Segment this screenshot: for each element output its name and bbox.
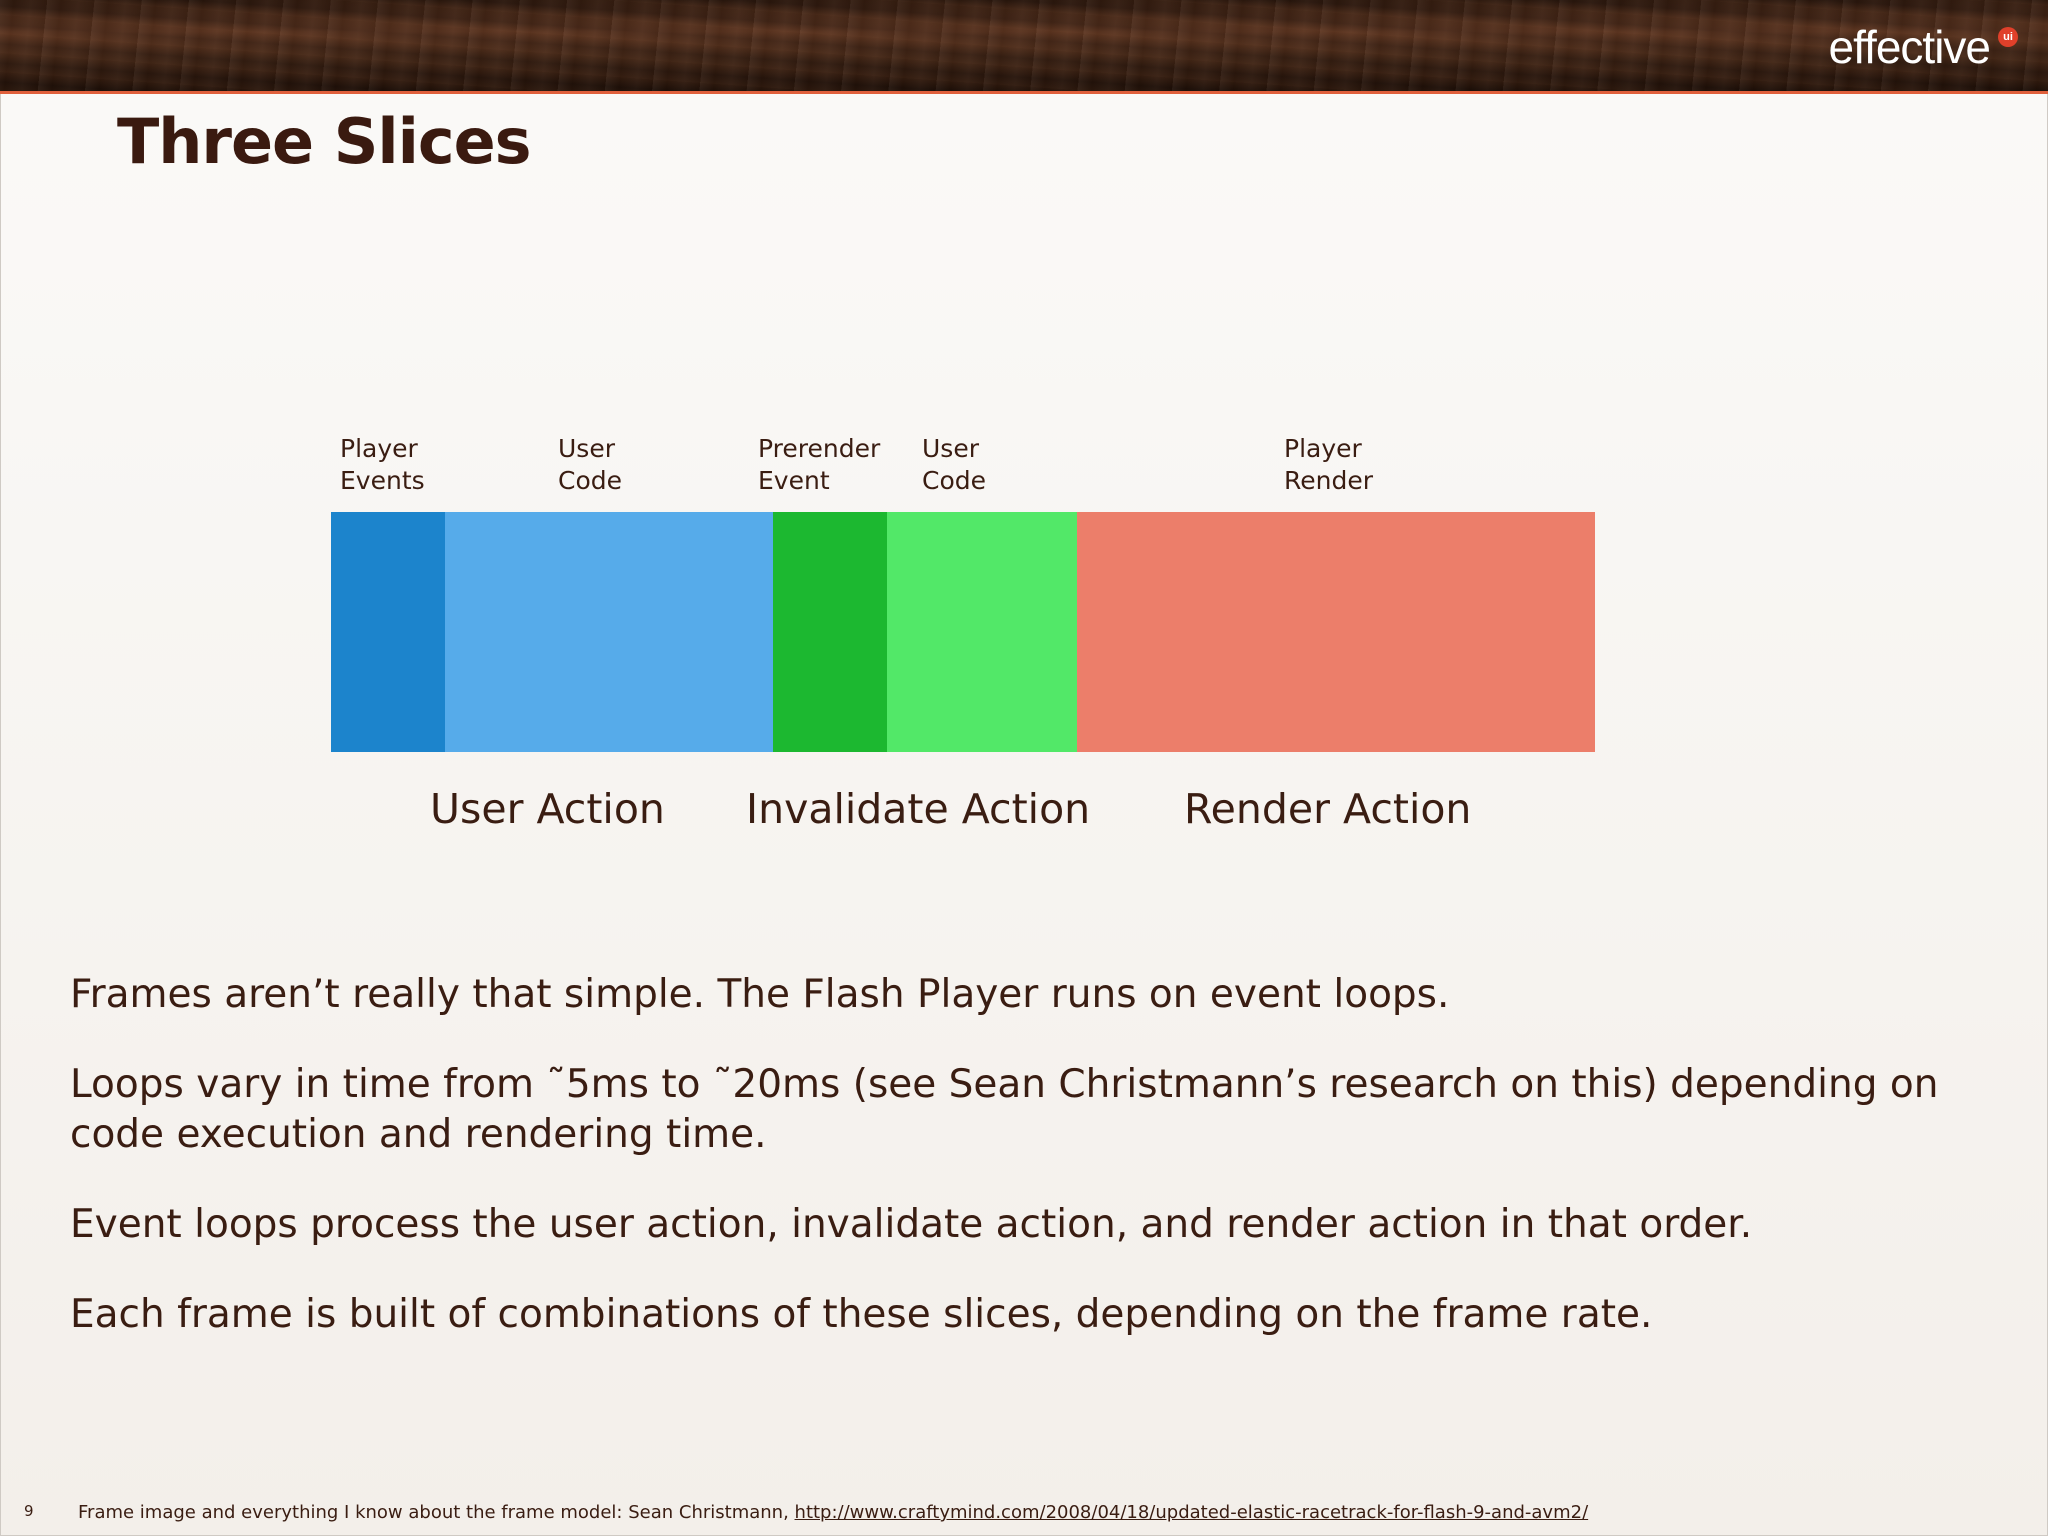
page-number: 9: [24, 1502, 34, 1520]
brand-logo-badge: ui: [1998, 27, 2018, 47]
action-label-user-action: User Action: [430, 785, 665, 833]
segment-label-line: Player: [340, 434, 418, 463]
body-text: Frames aren’t really that simple. The Fl…: [70, 970, 1970, 1380]
segment-label-line: Prerender: [758, 434, 881, 463]
action-label-render-action: Render Action: [1184, 785, 1472, 833]
segment-label-player-events: Player Events: [340, 433, 425, 497]
slice-player-events: [331, 512, 445, 752]
action-label-invalidate-action: Invalidate Action: [746, 785, 1091, 833]
segment-label-player-render: Player Render: [1284, 433, 1373, 497]
slice-user-code-1: [444, 512, 774, 752]
body-paragraph: Each frame is built of combinations of t…: [70, 1292, 1653, 1337]
segment-label-line: Player: [1284, 434, 1362, 463]
segment-label-line: User: [922, 434, 979, 463]
body-paragraph: Loops vary in time from ˜5ms to ˜20ms (s…: [70, 1062, 1939, 1157]
source-link[interactable]: http://www.craftymind.com/2008/04/18/upd…: [794, 1502, 1589, 1523]
body-paragraph: Frames aren’t really that simple. The Fl…: [70, 972, 1450, 1017]
segment-label-line: Events: [340, 466, 425, 495]
segment-label-line: Code: [922, 466, 987, 495]
segment-label-line: Code: [558, 466, 623, 495]
body-paragraph: Event loops process the user action, inv…: [70, 1202, 1753, 1247]
footnote-text: Frame image and everything I know about …: [78, 1502, 795, 1523]
footnote: Frame image and everything I know about …: [78, 1502, 1588, 1523]
header-bar: effective ui: [0, 0, 2048, 94]
segment-label-user-code-2: User Code: [922, 433, 986, 497]
segment-label-line: Render: [1284, 466, 1374, 495]
brand-logo: effective: [1828, 21, 1991, 73]
slice-prerender-event: [773, 512, 888, 752]
slice-player-render: [1076, 512, 1595, 752]
segment-label-prerender-event: Prerender Event: [758, 433, 880, 497]
segment-label-user-code-1: User Code: [558, 433, 622, 497]
frame-slices-bar: [331, 512, 1595, 752]
slice-user-code-2: [887, 512, 1077, 752]
slide-title: Three Slices: [117, 105, 532, 178]
segment-label-line: User: [558, 434, 615, 463]
segment-label-line: Event: [758, 466, 830, 495]
